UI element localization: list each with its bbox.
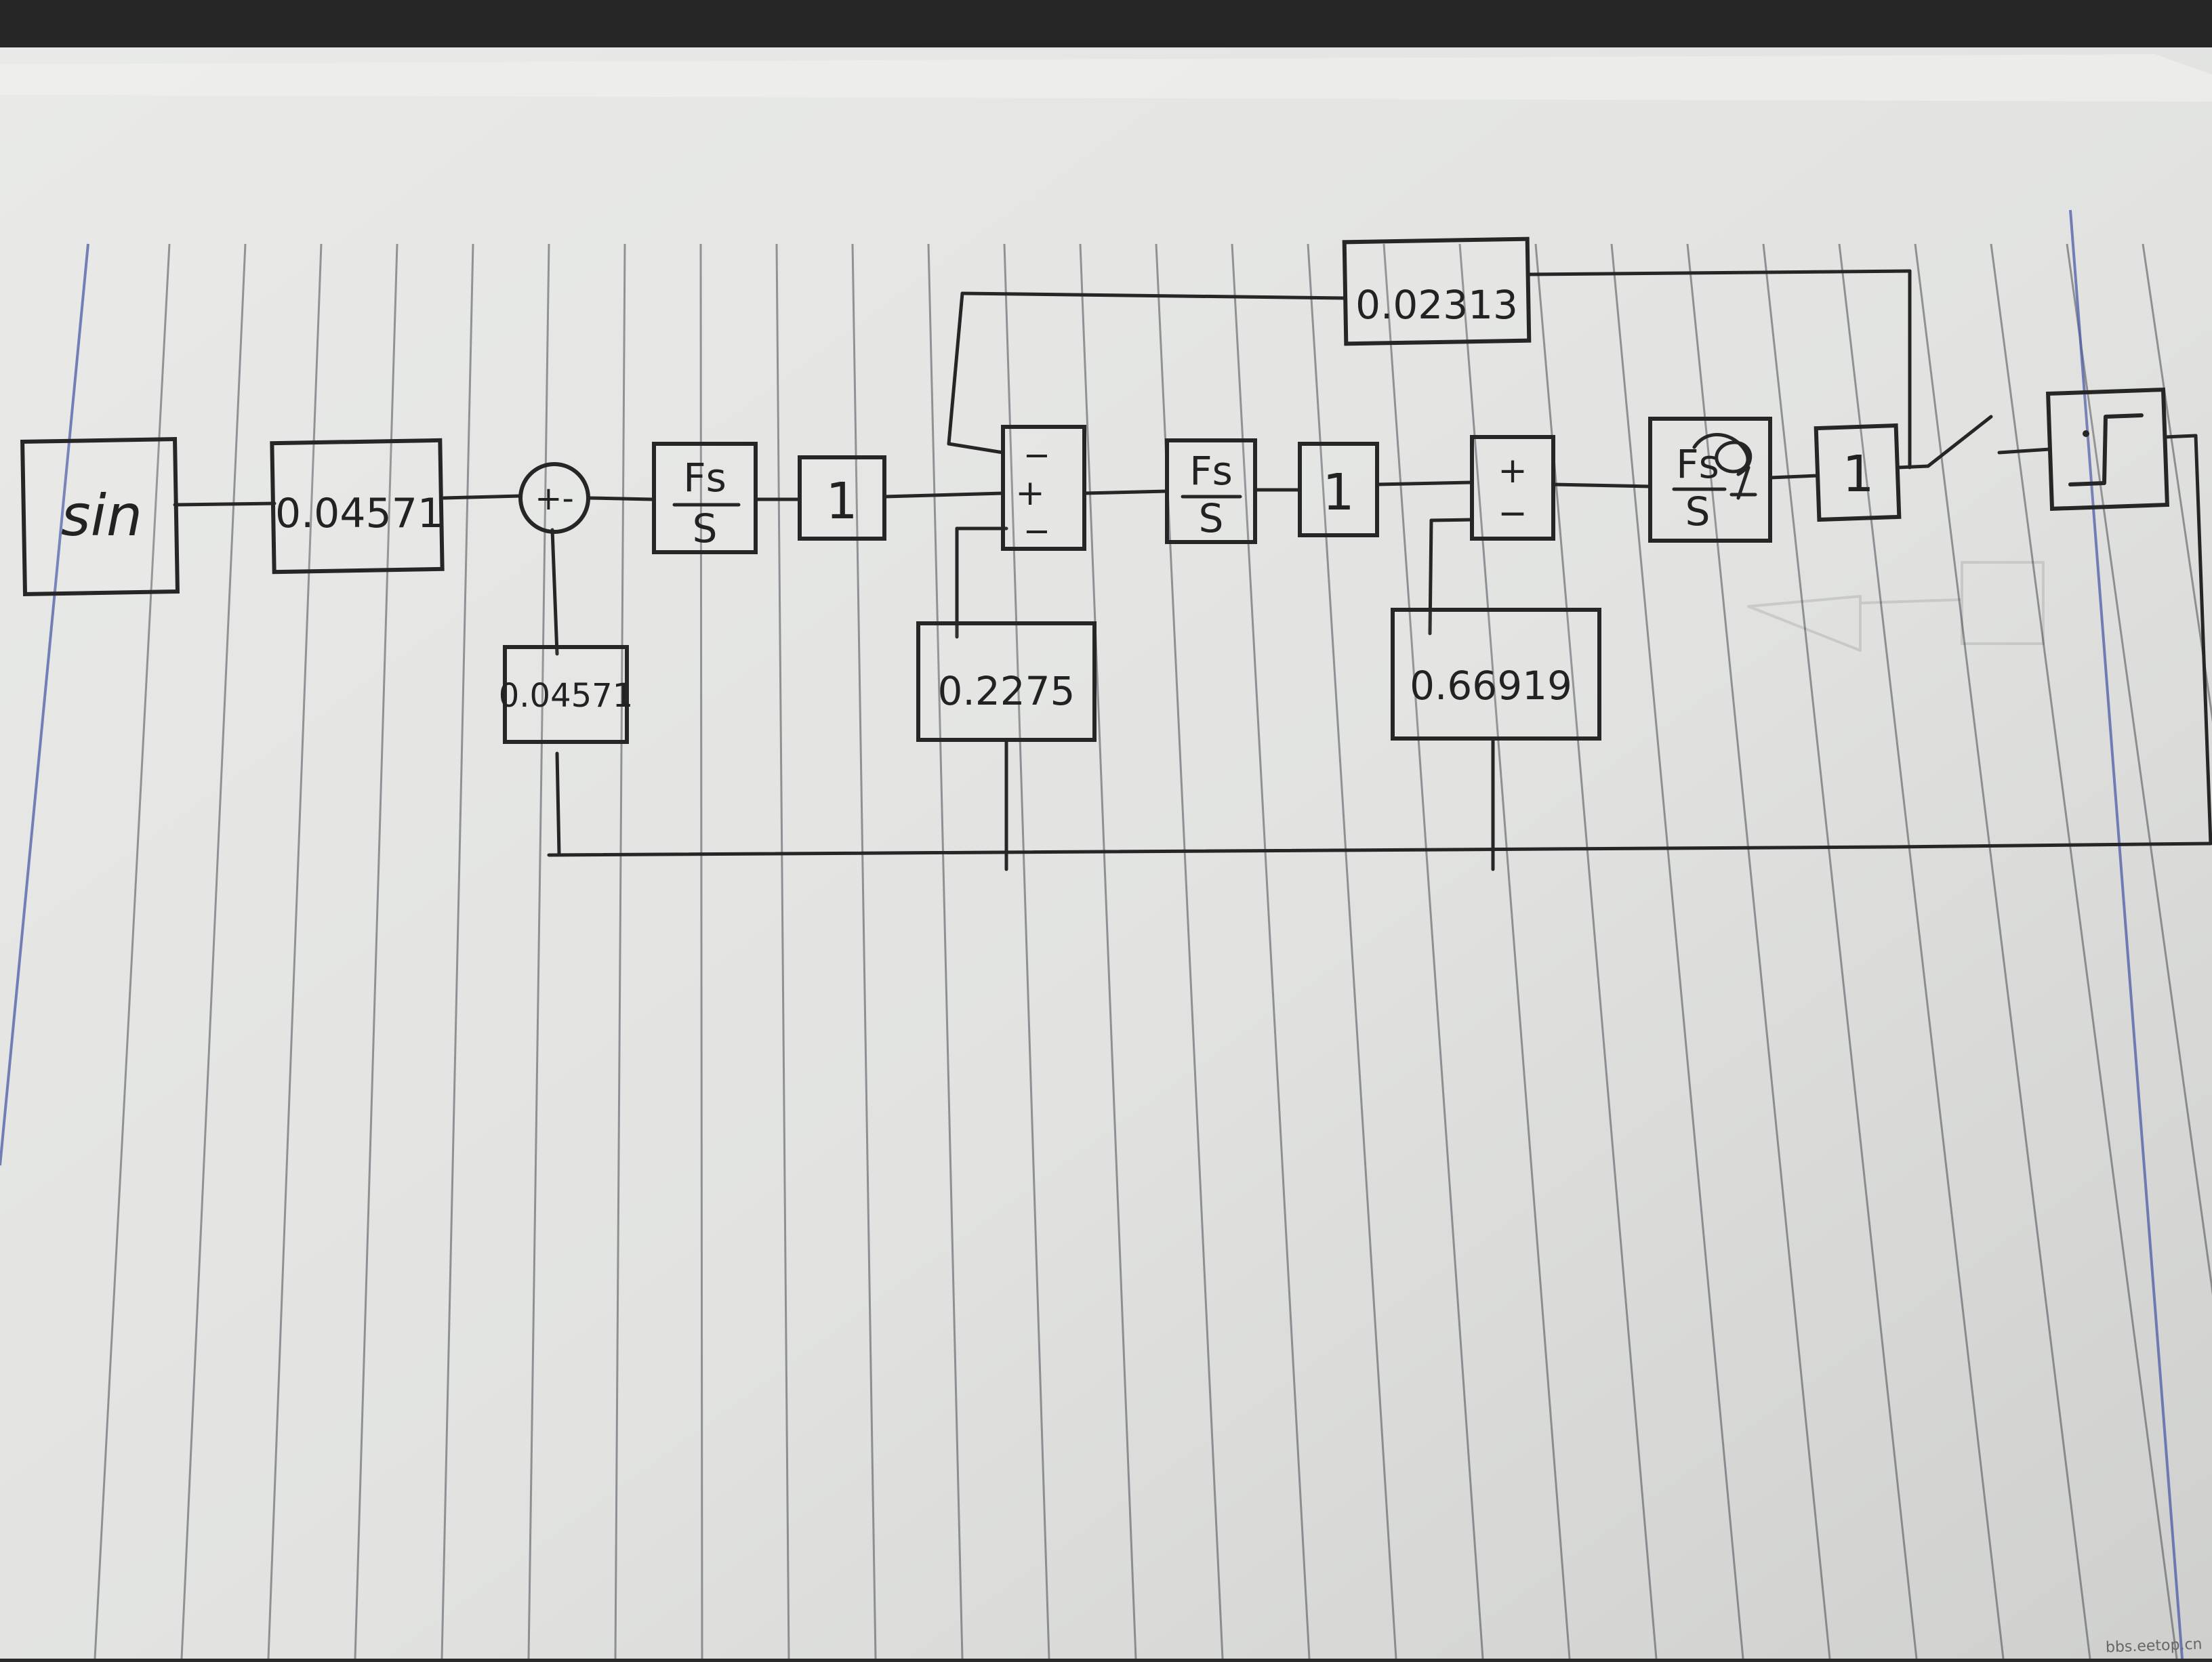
ruled-line (180, 243, 247, 1659)
faint-ghost-marks (1747, 561, 2045, 652)
source-block: sin (20, 436, 180, 596)
sum2-mid-sign: + (1015, 473, 1045, 514)
ruled-line (1914, 243, 2091, 1659)
integrator2-numerator: Fs (1189, 448, 1233, 494)
integrator3-numerator: Fs (1676, 441, 1719, 487)
ruled-line (699, 243, 703, 1659)
ruled-line (527, 243, 550, 1659)
gain-fb3-label: 0.66919 (1410, 663, 1572, 709)
integrator1-denominator: S (693, 505, 718, 552)
gain-fb3-block: 0.66919 (1391, 608, 1601, 741)
sum3-top-sign: + (1498, 451, 1528, 491)
sum2-block: − + − (1001, 425, 1086, 551)
gain-in-label: 0.04571 (275, 490, 443, 537)
gain-top-label: 0.02313 (1355, 282, 1518, 328)
ruled-line (1382, 243, 1484, 1659)
gain-fb2-label: 0.2275 (938, 668, 1076, 714)
scribble-mark (1692, 433, 1757, 500)
right-margin-line (2069, 209, 2184, 1659)
step-icon (2068, 413, 2144, 486)
ruled-line (441, 243, 474, 1659)
unit3-label: 1 (1842, 445, 1874, 503)
ruled-line (1231, 243, 1311, 1659)
ruled-lines (94, 243, 2212, 1659)
integrator3-block: Fs S (1648, 417, 1772, 543)
sum2-top-sign: − (1023, 436, 1050, 474)
sum2-bottom-sign: − (1023, 512, 1050, 550)
integrator1-numerator: Fs (683, 455, 726, 501)
unit2-block: 1 (1298, 442, 1379, 537)
gain-in-block: 0.04571 (270, 438, 445, 575)
integrator2-denominator: S (1199, 495, 1224, 541)
gain-fb2-block: 0.2275 (916, 621, 1097, 742)
sum1-signs: +- (535, 480, 574, 518)
ruled-line (267, 243, 323, 1659)
ruled-line (1762, 243, 1918, 1659)
gain-fb1-block: 0.04571 (499, 645, 634, 744)
unit1-block: 1 (798, 455, 886, 541)
ruled-line (94, 243, 171, 1659)
integrator3-denominator: S (1685, 489, 1711, 535)
ruled-line (1990, 243, 2178, 1659)
sum3-block: + − (1470, 435, 1555, 541)
step-block (2045, 387, 2170, 512)
ruled-line (1003, 243, 1050, 1659)
ruled-line (1079, 243, 1137, 1659)
unit3-block: 1 (1814, 423, 1902, 522)
sum1-junction: +- (518, 462, 590, 534)
unit1-label: 1 (825, 472, 857, 531)
ruled-line (1686, 243, 1831, 1659)
ruled-line (1838, 243, 2005, 1659)
source-label: sin (61, 482, 142, 549)
gain-fb1-label: 0.04571 (499, 677, 634, 715)
left-margin-line (0, 243, 89, 1166)
watermark-text: bbs.eetop.cn (2106, 1636, 2203, 1657)
integrator2-block: Fs S (1165, 438, 1257, 544)
ruled-line (2066, 243, 2212, 1295)
ruled-line (2142, 243, 2212, 723)
integrator1-block: Fs S (652, 442, 758, 554)
ruled-line (1458, 243, 1571, 1659)
step-dot (2083, 430, 2089, 437)
paper-edge (0, 54, 2212, 102)
wires (173, 269, 2212, 871)
ruled-line (354, 243, 398, 1659)
ruled-line (1610, 243, 1744, 1659)
ruled-line (614, 243, 626, 1659)
ruled-line (1307, 243, 1397, 1659)
sum3-bottom-sign: − (1498, 493, 1528, 534)
ruled-line (851, 243, 877, 1659)
gain-top-block: 0.02313 (1342, 236, 1532, 346)
unit2-label: 1 (1322, 463, 1354, 522)
ruled-line (927, 243, 964, 1659)
ruled-line (1534, 243, 1658, 1659)
ruled-line (775, 243, 790, 1659)
